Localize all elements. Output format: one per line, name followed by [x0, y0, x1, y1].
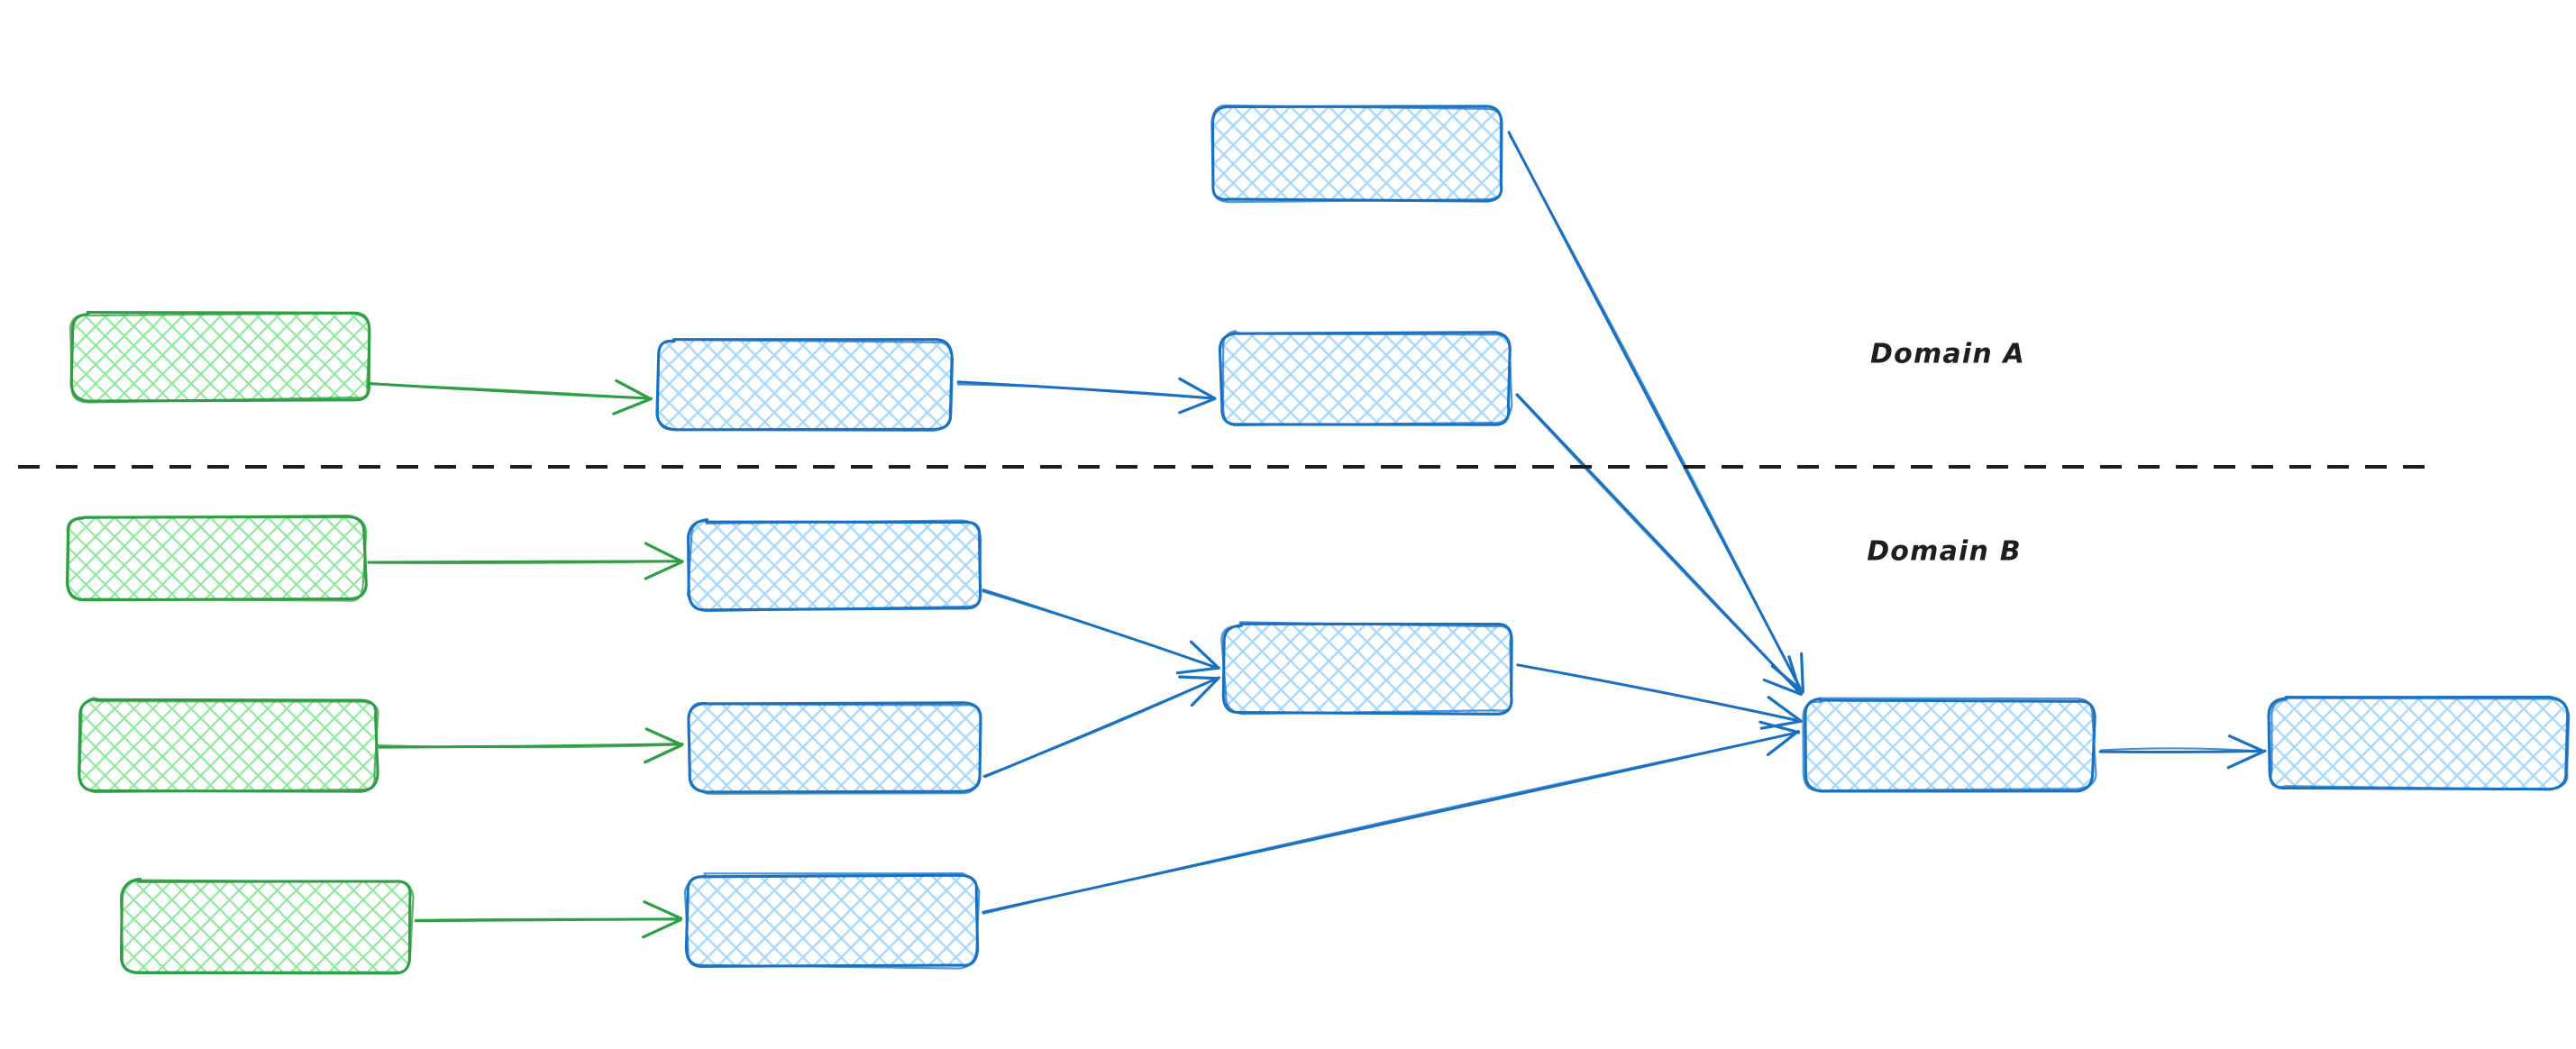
edge-arrowhead	[644, 727, 683, 746]
node-fill	[687, 876, 977, 966]
edge-shaft	[1515, 394, 1803, 696]
edge-arrowhead	[1766, 729, 1800, 757]
nodes-layer	[65, 104, 2571, 975]
node-fill	[658, 341, 951, 429]
edge-e10[interactable]	[1516, 663, 1803, 730]
domain-b-label: Domain B	[1867, 536, 2022, 568]
edge-arrowhead	[1767, 696, 1803, 723]
edge-shaft	[368, 560, 684, 564]
edge-arrowhead	[1190, 676, 1220, 707]
edge-shaft	[982, 676, 1220, 778]
node-fill	[1805, 700, 2094, 790]
edge-shaft	[982, 731, 1800, 915]
edge-e1[interactable]	[369, 379, 653, 415]
edge-shaft	[982, 590, 1219, 670]
edge-arrowhead	[612, 397, 653, 415]
edge-shaft	[1508, 133, 1803, 694]
node-outline	[1222, 330, 1513, 426]
node-fill	[1221, 333, 1510, 424]
edge-e6[interactable]	[376, 727, 684, 764]
edge-arrowhead	[641, 918, 682, 939]
node-outline	[683, 872, 981, 970]
edge-e5[interactable]	[367, 542, 684, 580]
node-fill	[68, 517, 365, 600]
edge-shaft	[415, 917, 682, 921]
node-fill	[123, 880, 411, 972]
node-outline	[688, 701, 982, 795]
edge-arrowhead	[643, 900, 683, 920]
node-b-hub-1[interactable]	[1220, 621, 1514, 716]
edge-e8[interactable]	[982, 588, 1220, 675]
node-outline	[1802, 697, 2097, 792]
edge-arrowhead	[644, 542, 683, 563]
node-outline	[69, 312, 371, 404]
node-b-src-1[interactable]	[65, 514, 368, 602]
node-outline	[78, 697, 379, 794]
edge-e4[interactable]	[1515, 393, 1803, 696]
edge-e2[interactable]	[956, 377, 1217, 415]
node-fill	[72, 314, 370, 400]
edge-arrowhead	[1178, 675, 1220, 680]
edge-arrowhead	[1178, 397, 1217, 415]
edge-shaft	[1516, 663, 1801, 723]
node-b-mid-3[interactable]	[683, 872, 981, 970]
node-b-out-1[interactable]	[2267, 695, 2571, 791]
node-b-mid-1[interactable]	[686, 517, 982, 613]
node-b-mid-2[interactable]	[687, 701, 982, 795]
edge-shaft	[376, 743, 683, 749]
domain-a-label: Domain A	[1870, 339, 2025, 370]
edges-layer	[367, 131, 2267, 939]
node-b-src-3[interactable]	[119, 877, 415, 975]
edge-shaft	[2099, 747, 2266, 753]
node-b-src-2[interactable]	[78, 697, 379, 794]
node-outline	[1210, 104, 1503, 204]
node-b-hub-2[interactable]	[1802, 697, 2097, 793]
node-a-mid-1[interactable]	[655, 338, 955, 433]
node-outline	[686, 517, 982, 613]
node-fill	[2270, 698, 2567, 789]
edge-shaft	[370, 383, 653, 400]
edge-arrowhead	[2226, 749, 2267, 770]
node-outline	[1804, 697, 2096, 793]
edge-arrowhead	[644, 560, 684, 580]
edge-arrowhead	[1175, 666, 1220, 675]
edge-shaft	[2098, 749, 2266, 754]
node-outline	[119, 879, 415, 973]
node-a-end-1[interactable]	[1218, 330, 1513, 426]
node-fill	[79, 700, 377, 790]
edge-arrowhead	[1759, 719, 1803, 730]
edge-arrowhead	[1178, 377, 1216, 400]
edge-e12[interactable]	[2098, 734, 2267, 770]
node-fill	[690, 521, 980, 609]
edge-e9[interactable]	[982, 675, 1220, 779]
node-a-src-1[interactable]	[69, 310, 371, 404]
edge-arrowhead	[644, 743, 683, 764]
node-outline	[656, 338, 955, 433]
edge-arrowhead	[1758, 720, 1801, 734]
node-outline	[1220, 621, 1513, 716]
node-fill	[1224, 625, 1512, 713]
edge-arrowhead	[1787, 655, 1803, 696]
edge-e11[interactable]	[982, 720, 1801, 915]
edge-e3[interactable]	[1507, 131, 1804, 694]
edge-e7[interactable]	[414, 900, 683, 939]
node-outline	[2270, 697, 2571, 791]
edge-arrowhead	[2227, 734, 2265, 753]
node-fill	[690, 703, 980, 791]
node-a-top-1[interactable]	[1210, 104, 1504, 204]
node-outline	[65, 514, 368, 602]
edge-arrowhead	[1189, 640, 1220, 670]
edge-arrowhead	[1762, 678, 1802, 696]
edge-arrowhead	[615, 379, 653, 401]
edge-arrowhead	[1800, 652, 1804, 694]
edge-shaft	[956, 383, 1217, 399]
node-fill	[1212, 106, 1503, 200]
